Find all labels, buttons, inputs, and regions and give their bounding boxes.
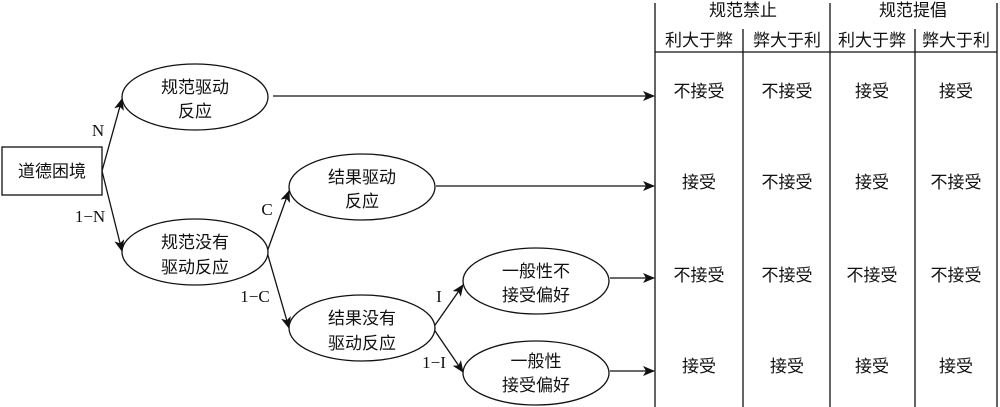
subheader-benefit-exceeds-cost: 利大于弊 <box>838 31 906 51</box>
table-cell: 不接受 <box>847 266 898 286</box>
group-header-norm-prohibits: 规范禁止 <box>709 1 777 21</box>
table-cell: 不接受 <box>762 173 813 193</box>
root-node-label: 道德困境 <box>18 162 86 182</box>
node-outcome-driven-line2: 反应 <box>345 192 379 212</box>
table-cell: 不接受 <box>674 266 725 286</box>
table-cell: 接受 <box>939 357 973 377</box>
node-outcome-driven: 结果驱动 反应 <box>288 153 436 221</box>
node-outcome-not-driven-line2: 驱动反应 <box>328 334 396 354</box>
table-cell: 不接受 <box>674 82 725 102</box>
outcome-table: 规范禁止 规范提倡 利大于弊 弊大于利 利大于弊 弊大于利 不接受 不接受 接受… <box>654 1 998 407</box>
node-outcome-not-driven: 结果没有 驱动反应 <box>288 294 436 362</box>
node-norm-not-driven: 规范没有 驱动反应 <box>121 218 269 286</box>
table-cell: 接受 <box>855 82 889 102</box>
table-cell: 不接受 <box>762 266 813 286</box>
edge-to-general-accept <box>432 327 464 373</box>
node-norm-driven-line2: 反应 <box>178 102 212 122</box>
group-header-norm-promotes: 规范提倡 <box>879 1 947 21</box>
node-general-reject-line1: 一般性不 <box>502 262 570 282</box>
table-cell: 接受 <box>682 173 716 193</box>
edge-label-c: C <box>261 200 272 219</box>
table-cell: 不接受 <box>931 266 982 286</box>
node-outcome-not-driven-line1: 结果没有 <box>328 309 396 329</box>
edge-to-general-reject <box>432 284 464 329</box>
root-node-moral-dilemma: 道德困境 <box>1 146 103 196</box>
edge-root-to-norm-not-driven <box>101 170 125 252</box>
node-general-reject-line2: 接受偏好 <box>502 286 570 306</box>
edge-label-1-minus-c: 1−C <box>240 287 269 306</box>
table-cell: 接受 <box>682 357 716 377</box>
node-norm-not-driven-line2: 驱动反应 <box>161 258 229 278</box>
edge-to-outcome-not-driven <box>266 251 291 329</box>
table-cell: 不接受 <box>931 173 982 193</box>
node-general-accept-preference: 一般性 接受偏好 <box>462 340 610 406</box>
edge-label-i: I <box>436 287 442 306</box>
table-cell: 接受 <box>855 173 889 193</box>
node-general-accept-line1: 一般性 <box>511 352 562 372</box>
node-outcome-driven-line1: 结果驱动 <box>328 168 396 188</box>
edge-label-1-minus-n: 1−N <box>75 207 105 226</box>
node-general-reject-preference: 一般性不 接受偏好 <box>462 247 610 315</box>
edge-to-outcome-driven <box>266 190 290 253</box>
subheader-cost-exceeds-benefit: 弊大于利 <box>922 31 990 51</box>
edge-label-n: N <box>92 121 104 140</box>
node-norm-not-driven-line1: 规范没有 <box>161 233 229 253</box>
node-general-accept-line2: 接受偏好 <box>502 376 570 396</box>
subheader-benefit-exceeds-cost: 利大于弊 <box>665 31 733 51</box>
edge-label-1-minus-i: 1−I <box>422 353 446 372</box>
node-norm-driven-line1: 规范驱动 <box>161 78 229 98</box>
subheader-cost-exceeds-benefit: 弊大于利 <box>753 31 821 51</box>
table-cell: 接受 <box>855 357 889 377</box>
table-cell: 接受 <box>939 82 973 102</box>
table-cell: 接受 <box>770 357 804 377</box>
table-cell: 不接受 <box>762 82 813 102</box>
node-norm-driven: 规范驱动 反应 <box>121 63 269 131</box>
edge-root-to-norm-driven <box>101 98 124 172</box>
